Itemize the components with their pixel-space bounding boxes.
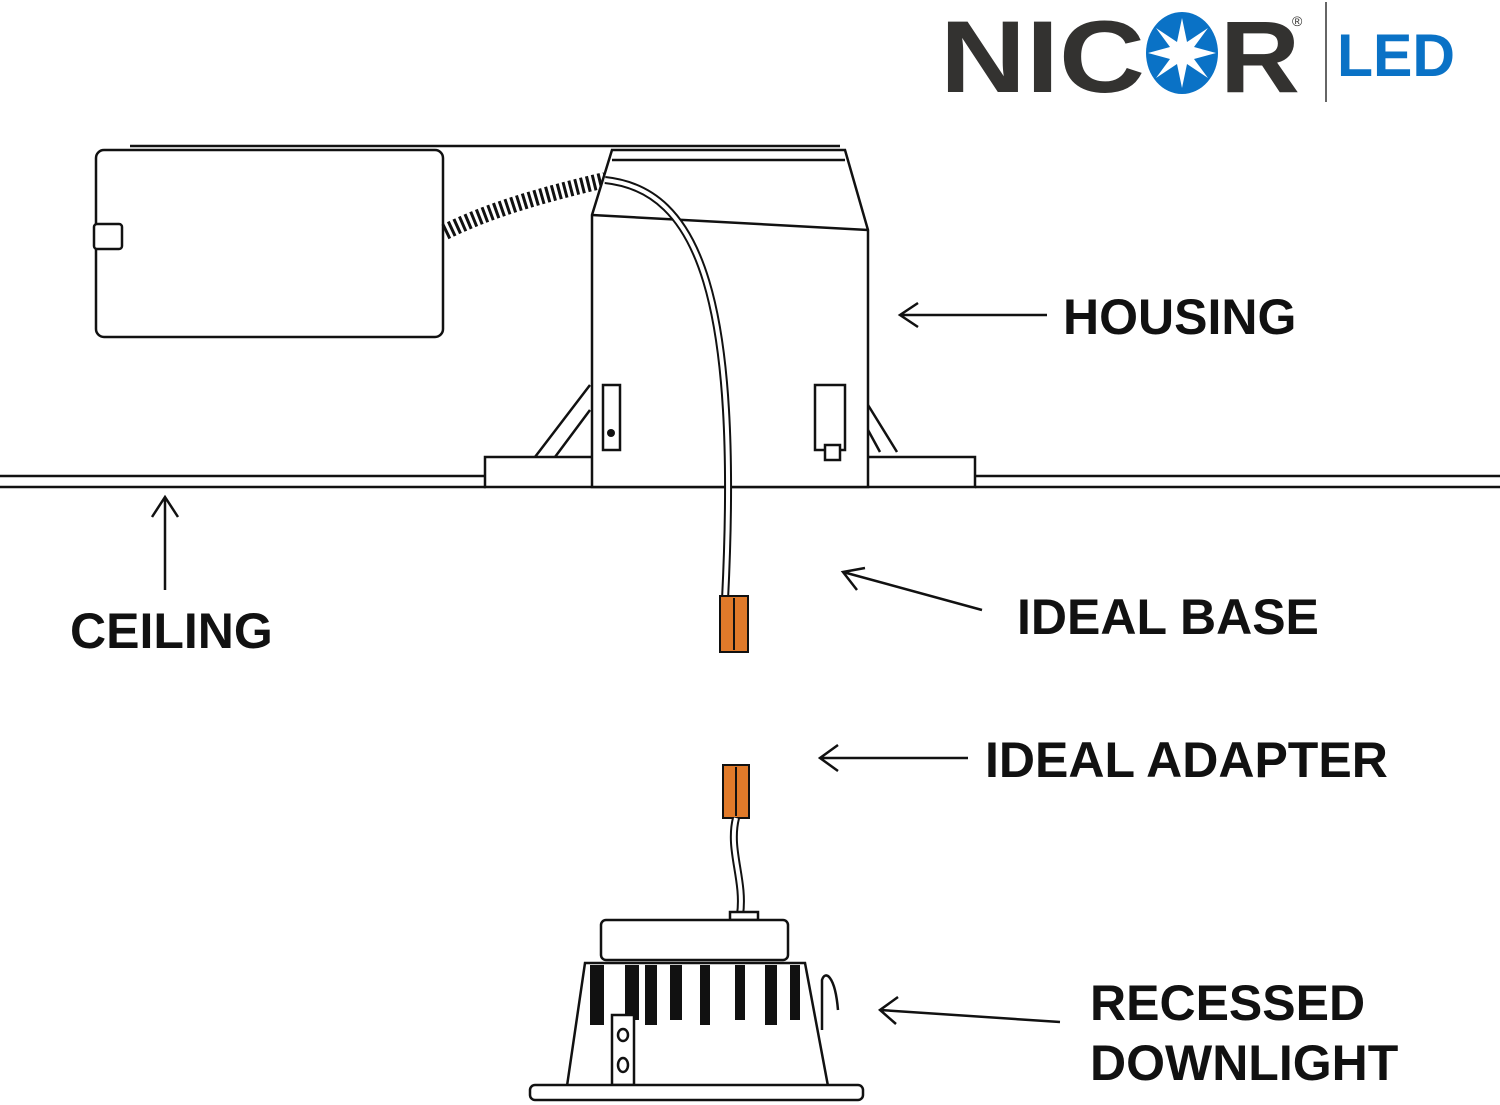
- arrows: [150, 301, 1061, 1025]
- ideal-adapter-arrow-icon: [817, 743, 968, 773]
- starburst-icon: [1146, 12, 1218, 94]
- ceiling-arrow-icon: [150, 494, 180, 590]
- logo-brand-post: R: [1220, 0, 1300, 114]
- housing-arrow-icon: [897, 301, 1047, 329]
- junction-box: [92, 144, 840, 339]
- logo-brand-pre: NIC: [940, 0, 1145, 114]
- ceiling: [0, 474, 1500, 489]
- label-ceiling: CEILING: [70, 603, 273, 659]
- downlight-arrow-icon: [877, 995, 1061, 1025]
- registered-mark: ®: [1292, 13, 1303, 29]
- label-housing: HOUSING: [1063, 289, 1296, 345]
- label-downlight: DOWNLIGHT: [1090, 1035, 1398, 1091]
- ideal-base-connector: [604, 176, 749, 653]
- ideal-base-arrow-icon: [840, 566, 983, 612]
- logo-product: LED: [1337, 22, 1455, 89]
- nicor-led-logo: NIC R ® LED: [940, 0, 1455, 114]
- label-ideal-base: IDEAL BASE: [1017, 589, 1319, 645]
- ideal-adapter-connector: [722, 764, 750, 916]
- label-ideal-adapter: IDEAL ADAPTER: [985, 732, 1388, 788]
- label-recessed: RECESSED: [1090, 975, 1365, 1031]
- recessed-downlight: [528, 910, 865, 1102]
